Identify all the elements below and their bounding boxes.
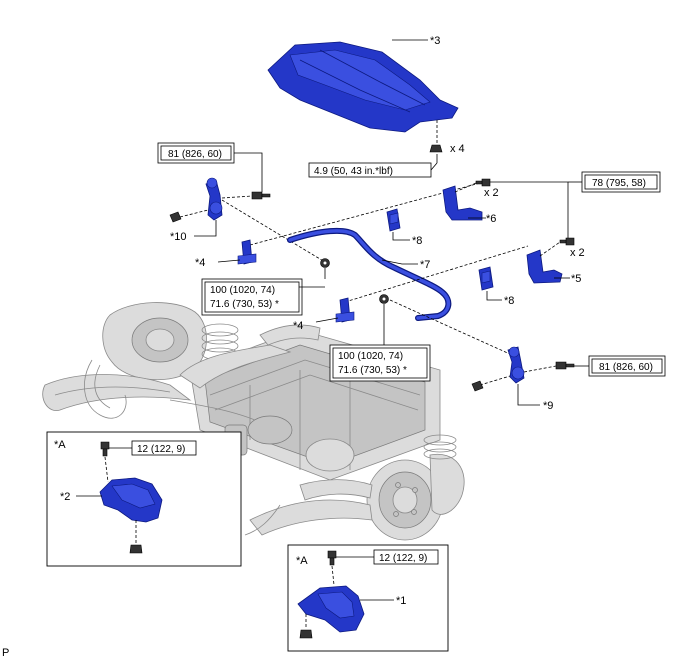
inset-right-nut <box>299 629 313 639</box>
quantity-x4: x 4 <box>450 143 465 155</box>
torque-bracket-right: 78 (795, 58) <box>592 178 646 189</box>
label-part-6: *6 <box>486 213 496 225</box>
torque-link-left: 81 (826, 60) <box>168 149 222 160</box>
quantity-x2-upper: x 2 <box>484 187 499 199</box>
torque-bar-left-1: 100 (1020, 74) <box>210 285 275 296</box>
torque-box-inset-left <box>131 440 197 456</box>
inset-panel-right: *A 12 (122, 9) *1 <box>287 544 449 652</box>
label-part-3: *3 <box>430 35 440 47</box>
inset-panel-left: *A 12 (122, 9) *2 <box>46 431 242 567</box>
rear-floor-under-cover <box>267 41 459 133</box>
bar-nut-left <box>320 258 330 268</box>
torque-box-link-left <box>160 145 232 161</box>
torque-bar-center-2: 71.6 (730, 53) * <box>338 365 407 376</box>
inset-right-bolt <box>327 550 337 566</box>
torque-box-bracket-right <box>584 174 658 190</box>
inset-left-nut <box>129 544 143 554</box>
stabilizer-link-left <box>205 177 223 221</box>
label-part-7: *7 <box>420 259 430 271</box>
label-part-9: *9 <box>543 400 553 412</box>
stabilizer-bushing-upper <box>386 208 401 232</box>
torque-inset-right: 12 (122, 9) <box>379 553 427 564</box>
link-bolt-right <box>555 361 575 370</box>
footer-code: P <box>2 647 9 658</box>
inset-left-bolt <box>100 441 110 457</box>
bar-nut-center <box>379 294 389 304</box>
label-part-10: *10 <box>170 231 187 243</box>
torque-box-inset-right <box>373 549 439 565</box>
bracket-bolt-upper <box>475 178 491 187</box>
torque-bar-left-2: 71.6 (730, 53) * <box>210 299 279 310</box>
stabilizer-bar <box>287 227 452 321</box>
stabilizer-link-right <box>507 346 525 384</box>
label-part-1: *1 <box>396 595 406 607</box>
torque-box-bar-center <box>332 347 428 379</box>
stabilizer-bracket-6 <box>442 185 483 221</box>
label-part-4-upper: *4 <box>195 257 205 269</box>
cover-nut <box>429 144 443 153</box>
quantity-x2-lower: x 2 <box>570 247 585 259</box>
label-part-8-upper: *8 <box>412 235 422 247</box>
suspension-member-cover-1 <box>297 585 365 633</box>
inset-left-view-label: *A <box>54 439 66 451</box>
stabilizer-bracket-upper <box>237 239 257 265</box>
label-part-5: *5 <box>571 273 581 285</box>
link-nut-left <box>169 211 182 223</box>
label-part-8-lower: *8 <box>504 295 514 307</box>
torque-cover: 4.9 (50, 43 in.*lbf) <box>314 166 393 177</box>
label-part-4-lower: *4 <box>293 320 303 332</box>
torque-link-right: 81 (826, 60) <box>599 362 653 373</box>
stabilizer-bushing-lower <box>478 266 494 291</box>
suspension-member-cover-2 <box>99 477 163 523</box>
torque-box-bar-left <box>204 281 300 313</box>
torque-inset-left: 12 (122, 9) <box>137 444 185 455</box>
torque-bar-center-1: 100 (1020, 74) <box>338 351 403 362</box>
stabilizer-bracket-lower <box>335 297 355 323</box>
link-nut-right <box>471 380 484 392</box>
label-part-2: *2 <box>60 491 70 503</box>
bracket-bolt-lower <box>559 237 575 246</box>
inset-right-view-label: *A <box>296 555 308 567</box>
stabilizer-bracket-5 <box>526 249 563 284</box>
link-bolt-left <box>251 191 271 200</box>
torque-box-link-right <box>591 358 663 374</box>
